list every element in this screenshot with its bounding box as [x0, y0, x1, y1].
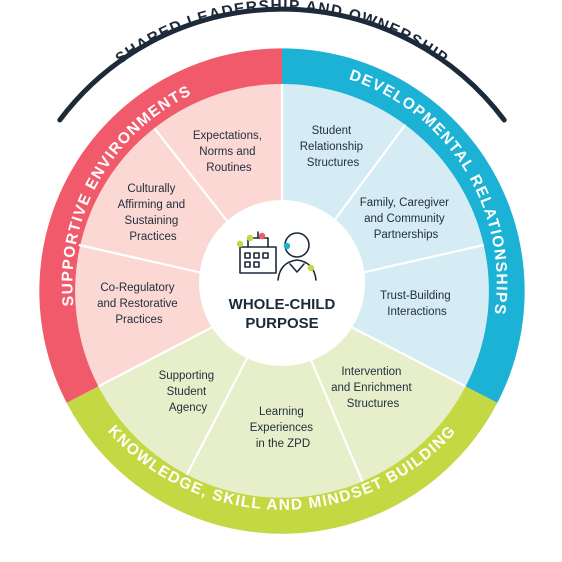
segment-co-regulatory-restorative-practices: Co-Regulatory and Restorative Practices — [97, 282, 181, 326]
segment-supporting-student-agency: Supporting Student Agency — [159, 370, 218, 414]
segment-student-relationship-structures: Student Relationship Structures — [300, 125, 367, 169]
center-title-line1: WHOLE-CHILD — [229, 296, 336, 313]
segment-intervention-enrichment-structures: Intervention and Enrichment Structures — [331, 366, 415, 410]
outer-ring-arc — [57, 6, 507, 123]
segment-family-caregiver-community-partnerships: Family, Caregiver and Community Partners… — [360, 197, 452, 241]
school-and-child-icon — [239, 231, 317, 281]
inner-sector-knowledge-building — [98, 291, 466, 498]
segment-expectations-norms-routines: Expectations, Norms and Routines — [193, 130, 265, 174]
segment-trust-building-interactions: Trust-Building Interactions — [380, 290, 454, 318]
center-title-line2: PURPOSE — [245, 315, 318, 332]
center-circle — [199, 200, 365, 366]
segment-learning-experiences-zpd: Learning Experiences in the ZPD — [250, 406, 317, 450]
icon-accent-dots — [236, 232, 315, 272]
segment-culturally-affirming-practices: Culturally Affirming and Sustaining Prac… — [118, 183, 189, 243]
